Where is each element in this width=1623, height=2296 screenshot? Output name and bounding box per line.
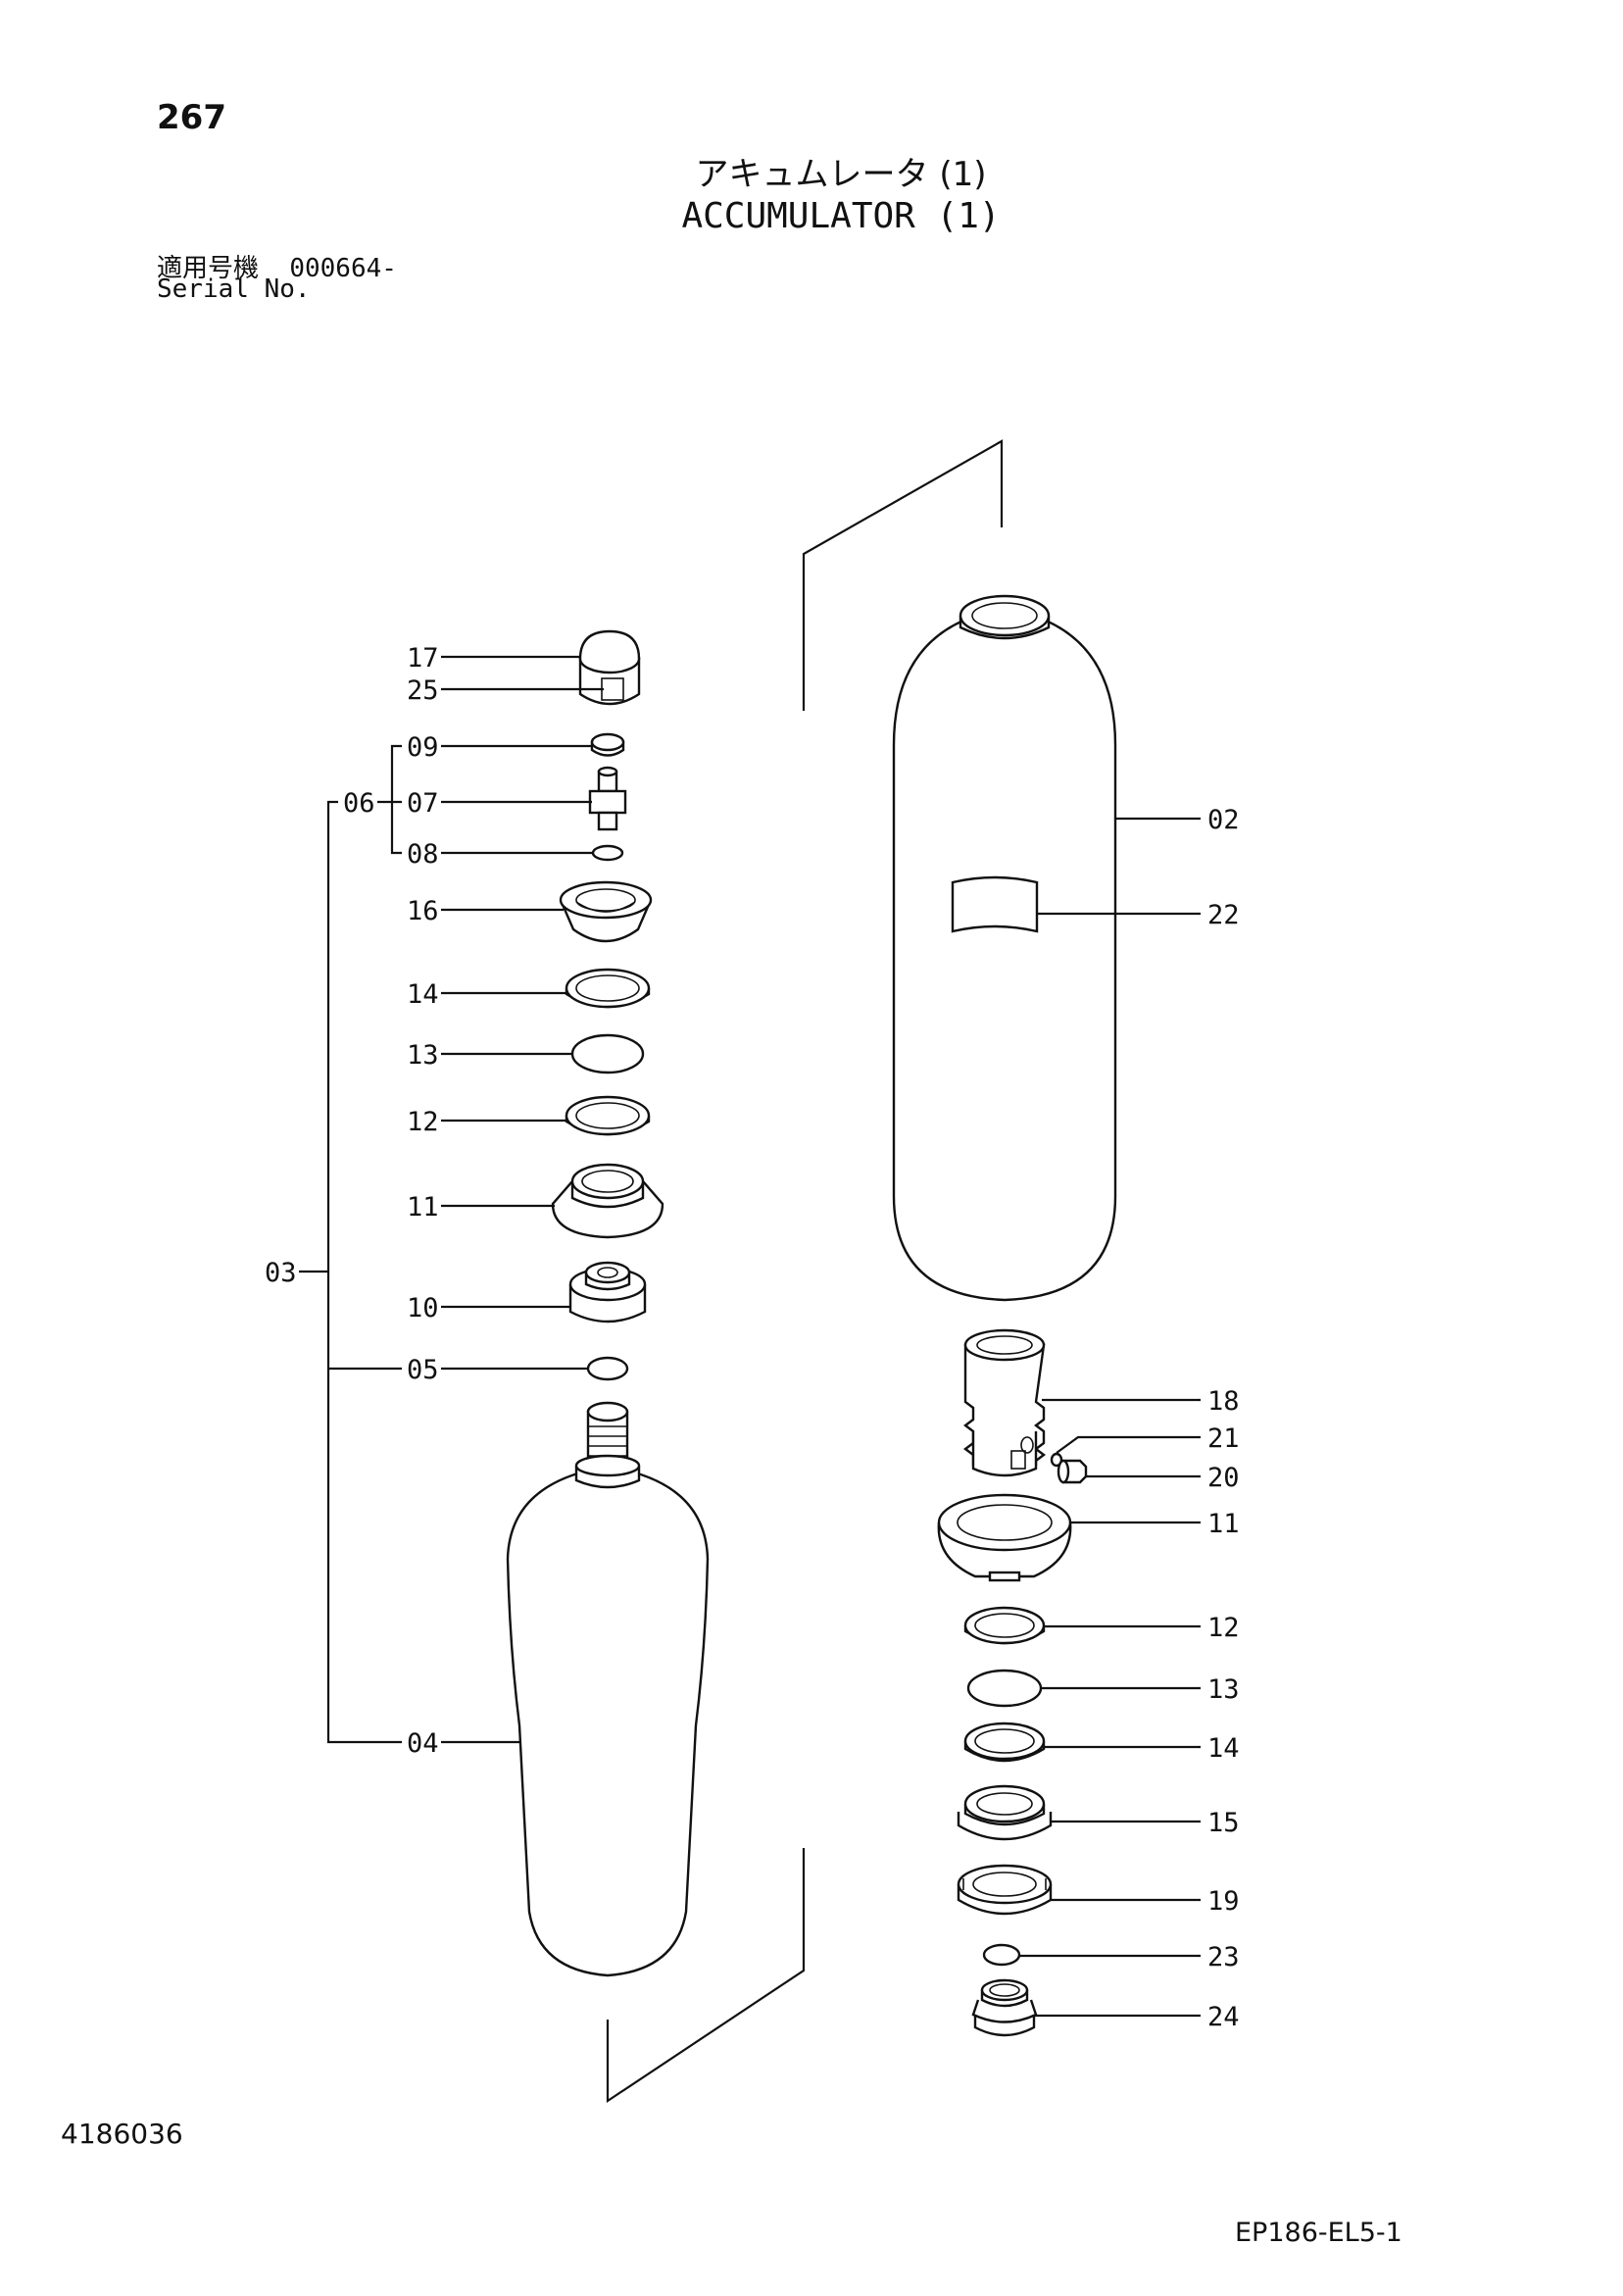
callout-21: 21 (1207, 1423, 1240, 1454)
left-callouts: 17 25 09 06 07 08 16 14 13 12 11 03 10 0… (265, 643, 439, 1759)
callout-02: 02 (1207, 805, 1240, 835)
callout-09: 09 (407, 732, 439, 763)
callout-16: 16 (407, 896, 439, 926)
callout-07: 07 (407, 788, 439, 819)
part-12-ring-right (963, 1606, 1046, 1645)
left-leader-lines (299, 655, 604, 1744)
callout-15: 15 (1207, 1808, 1240, 1838)
callout-11: 11 (407, 1192, 439, 1223)
callout-13: 13 (407, 1040, 439, 1071)
part-02-shell (892, 594, 1117, 1302)
connection-lines (606, 439, 1004, 2104)
part-18-valve-body (963, 1328, 1046, 1477)
callout-05: 05 (407, 1355, 439, 1385)
serial-row-japanese: 適用号機 000664- (157, 248, 397, 284)
part-15-retainer (957, 1784, 1053, 1841)
callout-12-right: 12 (1207, 1613, 1240, 1643)
title-japanese: アキュムレータ (1) (695, 155, 987, 194)
part-17-cap (578, 629, 641, 706)
callout-18: 18 (1207, 1386, 1240, 1417)
part-22-label-plate (951, 875, 1039, 933)
callout-23: 23 (1207, 1942, 1240, 1972)
part-14-ring-right (963, 1722, 1046, 1763)
part-10-plug (568, 1261, 647, 1323)
right-callouts: 02 22 18 21 20 11 12 13 14 15 19 23 24 (1207, 805, 1240, 2032)
callout-22: 22 (1207, 900, 1240, 930)
part-09-small-cap (590, 732, 625, 757)
serial-value: 000664- (289, 254, 397, 283)
callout-20: 20 (1207, 1463, 1240, 1493)
callout-06: 06 (343, 788, 375, 819)
callout-14: 14 (407, 979, 439, 1010)
drawing-code: EP186-EL5-1 (1235, 2218, 1402, 2248)
page-number: 267 (157, 98, 226, 137)
document-number: 4186036 (61, 2118, 183, 2150)
title-english: ACCUMULATOR (1) (681, 196, 1001, 236)
part-11-seat (551, 1163, 664, 1239)
part-04-bladder (506, 1401, 710, 1977)
part-12-ring (565, 1095, 651, 1136)
callout-03: 03 (265, 1258, 297, 1288)
part-05-o-ring (586, 1356, 629, 1381)
callout-08: 08 (407, 839, 439, 870)
callout-25: 25 (407, 675, 439, 706)
part-16-nut (559, 880, 653, 943)
part-19-nut-right (957, 1864, 1053, 1916)
part-13-disc-right (966, 1669, 1043, 1708)
callout-04: 04 (407, 1728, 439, 1759)
callout-13-right: 13 (1207, 1674, 1240, 1705)
part-11-seat-right (937, 1493, 1072, 1582)
callout-12: 12 (407, 1107, 439, 1137)
callout-11-right: 11 (1207, 1509, 1240, 1539)
right-leader-lines (1019, 817, 1201, 2018)
part-13-disc (570, 1033, 645, 1074)
part-23-o-ring (982, 1943, 1021, 1967)
callout-14-right: 14 (1207, 1733, 1240, 1764)
part-24-cap-right (971, 1978, 1038, 2037)
part-07-valve-core (588, 766, 627, 831)
callout-24: 24 (1207, 2002, 1240, 2032)
part-20-plug (1057, 1459, 1088, 1484)
callout-19: 19 (1207, 1886, 1240, 1917)
callout-10: 10 (407, 1293, 439, 1323)
part-21-o-ring (1050, 1452, 1063, 1468)
part-14-ring (565, 968, 651, 1009)
callout-17: 17 (407, 643, 439, 674)
part-08-o-ring (591, 844, 624, 862)
serial-label-jp: 適用号機 (157, 254, 260, 283)
serial-label-english: Serial No. (157, 275, 311, 304)
